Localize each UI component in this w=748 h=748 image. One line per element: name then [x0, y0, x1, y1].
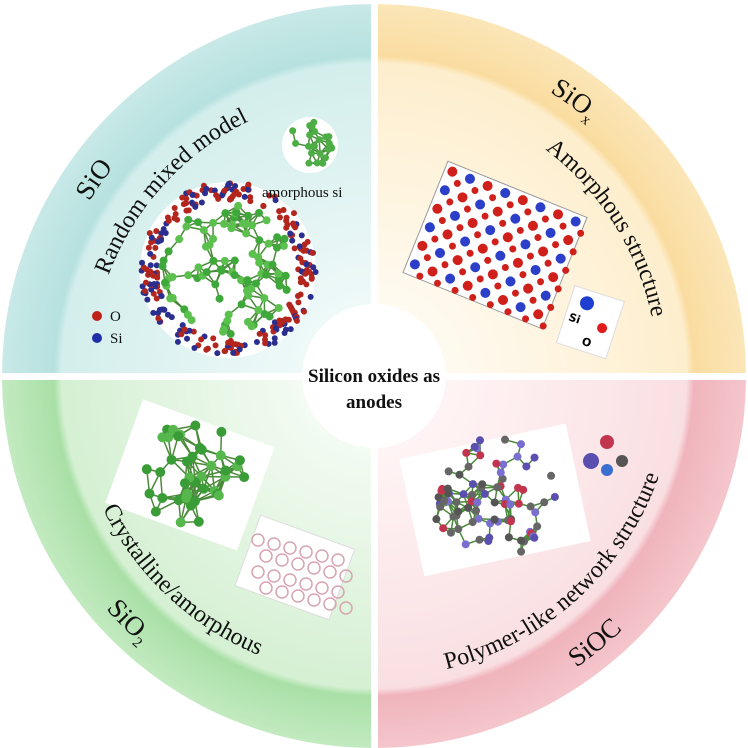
center-title-line1: Silicon oxides as	[308, 366, 440, 387]
sioc-legend	[583, 435, 628, 476]
oxygen-atom-icon	[597, 323, 608, 334]
silicon-atom-icon	[580, 296, 595, 311]
siox-structure	[402, 160, 588, 330]
center-circle	[302, 304, 446, 448]
silicon-atom-icon	[92, 333, 102, 343]
legend-si: Si	[110, 331, 123, 347]
legend-si: Si	[567, 311, 582, 327]
amorphous-si-label: amorphous si	[262, 185, 342, 201]
quadrant-siox	[374, 4, 746, 376]
oxygen-atom-icon	[600, 435, 614, 449]
sio2-crystal-lattice	[141, 420, 250, 528]
carbon-atom-icon	[616, 455, 628, 467]
silicon-atom-icon	[583, 453, 599, 469]
legend-o: O	[110, 309, 121, 325]
legend-o: O	[580, 335, 593, 350]
center-title-line2: anodes	[346, 392, 402, 413]
sio-silicon-network	[158, 201, 291, 338]
sio-legend: O Si	[92, 309, 123, 347]
quadrant-sio2	[2, 376, 374, 748]
sioc-network	[432, 435, 559, 556]
amorphous-si-cluster	[289, 118, 336, 167]
sio2-amorphous-panel	[234, 514, 356, 621]
oxygen-atom-icon	[92, 311, 102, 321]
nitrogen-atom-icon	[601, 464, 613, 476]
siox-legend: Si O	[555, 285, 625, 360]
sio-sphere-shell	[138, 180, 319, 357]
